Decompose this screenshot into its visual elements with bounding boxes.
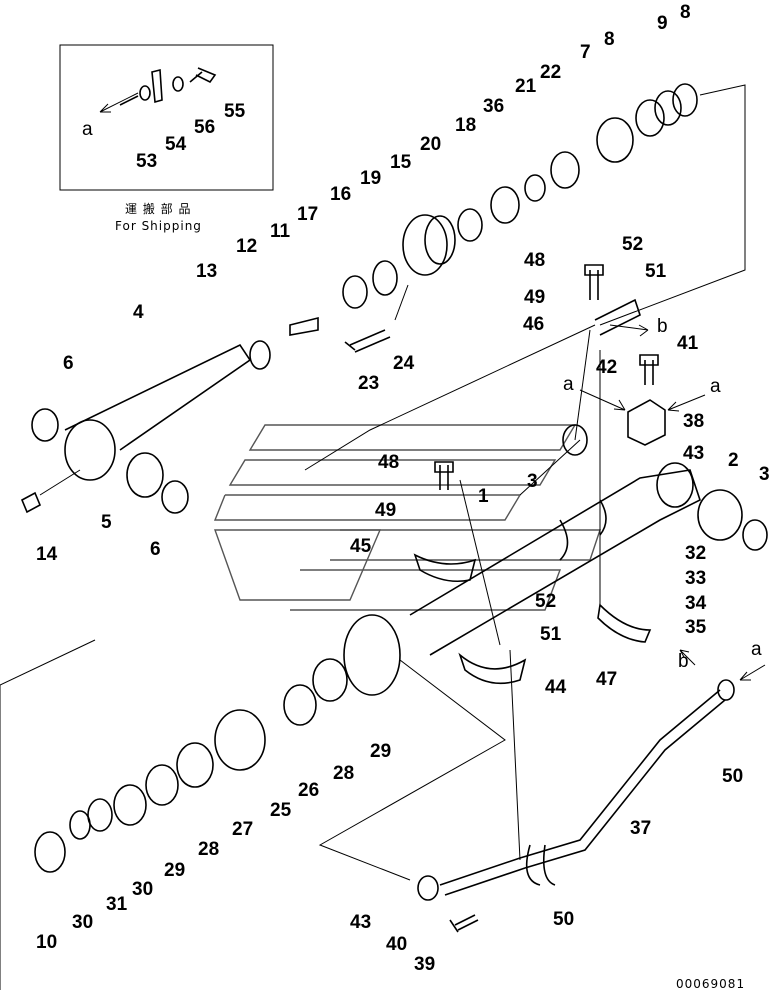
callout-45: 45 [350, 536, 372, 557]
callout-16: 16 [330, 184, 351, 205]
callout-34: 34 [685, 593, 707, 614]
callout-36: 36 [483, 96, 504, 117]
callout-11: 11 [270, 221, 291, 242]
callout-43: 43 [683, 443, 704, 464]
shipping-label-en: For Shipping [115, 219, 202, 233]
shipping-label-jp: 運 搬 部 品 [125, 201, 191, 216]
callout-12: 12 [236, 236, 257, 257]
callout-42: 42 [596, 357, 617, 378]
arrow-label-a: a [82, 119, 93, 140]
callout-49: 49 [375, 500, 396, 521]
callout-23: 23 [358, 373, 379, 394]
callout-4: 4 [133, 302, 144, 323]
bolts [20, 264, 659, 933]
callout-30: 30 [72, 912, 93, 933]
callout-49: 49 [524, 287, 545, 308]
callout-22: 22 [540, 62, 561, 83]
callout-52: 52 [535, 591, 556, 612]
callout-56: 56 [194, 117, 215, 138]
callout-47: 47 [596, 669, 617, 690]
callout-25: 25 [270, 800, 292, 821]
callout-20: 20 [420, 134, 441, 155]
direction-arrows [99, 92, 766, 681]
callout-50: 50 [553, 909, 574, 930]
callout-2: 2 [728, 450, 739, 471]
drawing-number: 00069081 [676, 977, 745, 991]
arrow-label-a: a [563, 374, 574, 395]
callout-28: 28 [333, 763, 354, 784]
part-callouts: 1 2 3 3 4 5 6 6 7 8 8 9 10 11 12 13 14 1… [36, 2, 770, 975]
piston-rod [64, 340, 271, 481]
callout-1: 1 [478, 486, 489, 507]
callout-32: 32 [685, 543, 706, 564]
callout-51: 51 [540, 624, 562, 645]
callout-15: 15 [390, 152, 412, 173]
callout-6: 6 [150, 539, 161, 560]
callout-37: 37 [630, 818, 651, 839]
callout-10: 10 [36, 932, 57, 953]
callout-3: 3 [527, 471, 538, 492]
callout-24: 24 [393, 353, 415, 374]
seal-rings [31, 83, 768, 873]
callout-8: 8 [604, 29, 615, 50]
callout-52: 52 [622, 234, 643, 255]
direction-labels: a a a a b b [82, 119, 762, 672]
callout-26: 26 [298, 780, 319, 801]
callout-5: 5 [101, 512, 112, 533]
callout-13: 13 [196, 261, 217, 282]
callout-50: 50 [722, 766, 743, 787]
callout-14: 14 [36, 544, 58, 565]
callout-38: 38 [683, 411, 704, 432]
callout-41: 41 [677, 333, 699, 354]
callout-3: 3 [759, 464, 770, 485]
callout-29: 29 [164, 860, 185, 881]
arrow-label-b: b [678, 651, 689, 672]
clamp-bands [413, 298, 652, 685]
callout-40: 40 [386, 934, 407, 955]
hydraulic-pipes [417, 679, 735, 901]
callout-33: 33 [685, 568, 706, 589]
arrow-label-a: a [710, 376, 721, 397]
arrow-label-a: a [751, 639, 762, 660]
callout-55: 55 [224, 101, 246, 122]
callout-53: 53 [136, 151, 157, 172]
leader-lines [0, 84, 746, 990]
callout-31: 31 [106, 894, 128, 915]
callout-48: 48 [378, 452, 399, 473]
shipping-inset-box [59, 44, 274, 191]
callout-39: 39 [414, 954, 435, 975]
callout-46: 46 [523, 314, 544, 335]
callout-19: 19 [360, 168, 381, 189]
cylinder-tube [343, 462, 701, 696]
cylinder-head [402, 214, 456, 276]
callout-28: 28 [198, 839, 219, 860]
callout-30: 30 [132, 879, 153, 900]
callout-29: 29 [370, 741, 391, 762]
callout-17: 17 [297, 204, 318, 225]
callout-21: 21 [515, 76, 537, 97]
callout-9: 9 [657, 13, 668, 34]
callout-27: 27 [232, 819, 253, 840]
callout-43: 43 [350, 912, 371, 933]
callout-48: 48 [524, 250, 545, 271]
callout-7: 7 [580, 42, 591, 63]
callout-6: 6 [63, 353, 74, 374]
valve-block [627, 399, 666, 446]
callout-51: 51 [645, 261, 667, 282]
callout-44: 44 [545, 677, 567, 698]
callout-8: 8 [680, 2, 691, 23]
callout-18: 18 [455, 115, 476, 136]
callout-54: 54 [165, 134, 187, 155]
inset-parts [119, 67, 217, 106]
arrow-label-b: b [657, 316, 668, 337]
callout-35: 35 [685, 617, 707, 638]
watermark-logo [213, 424, 601, 611]
